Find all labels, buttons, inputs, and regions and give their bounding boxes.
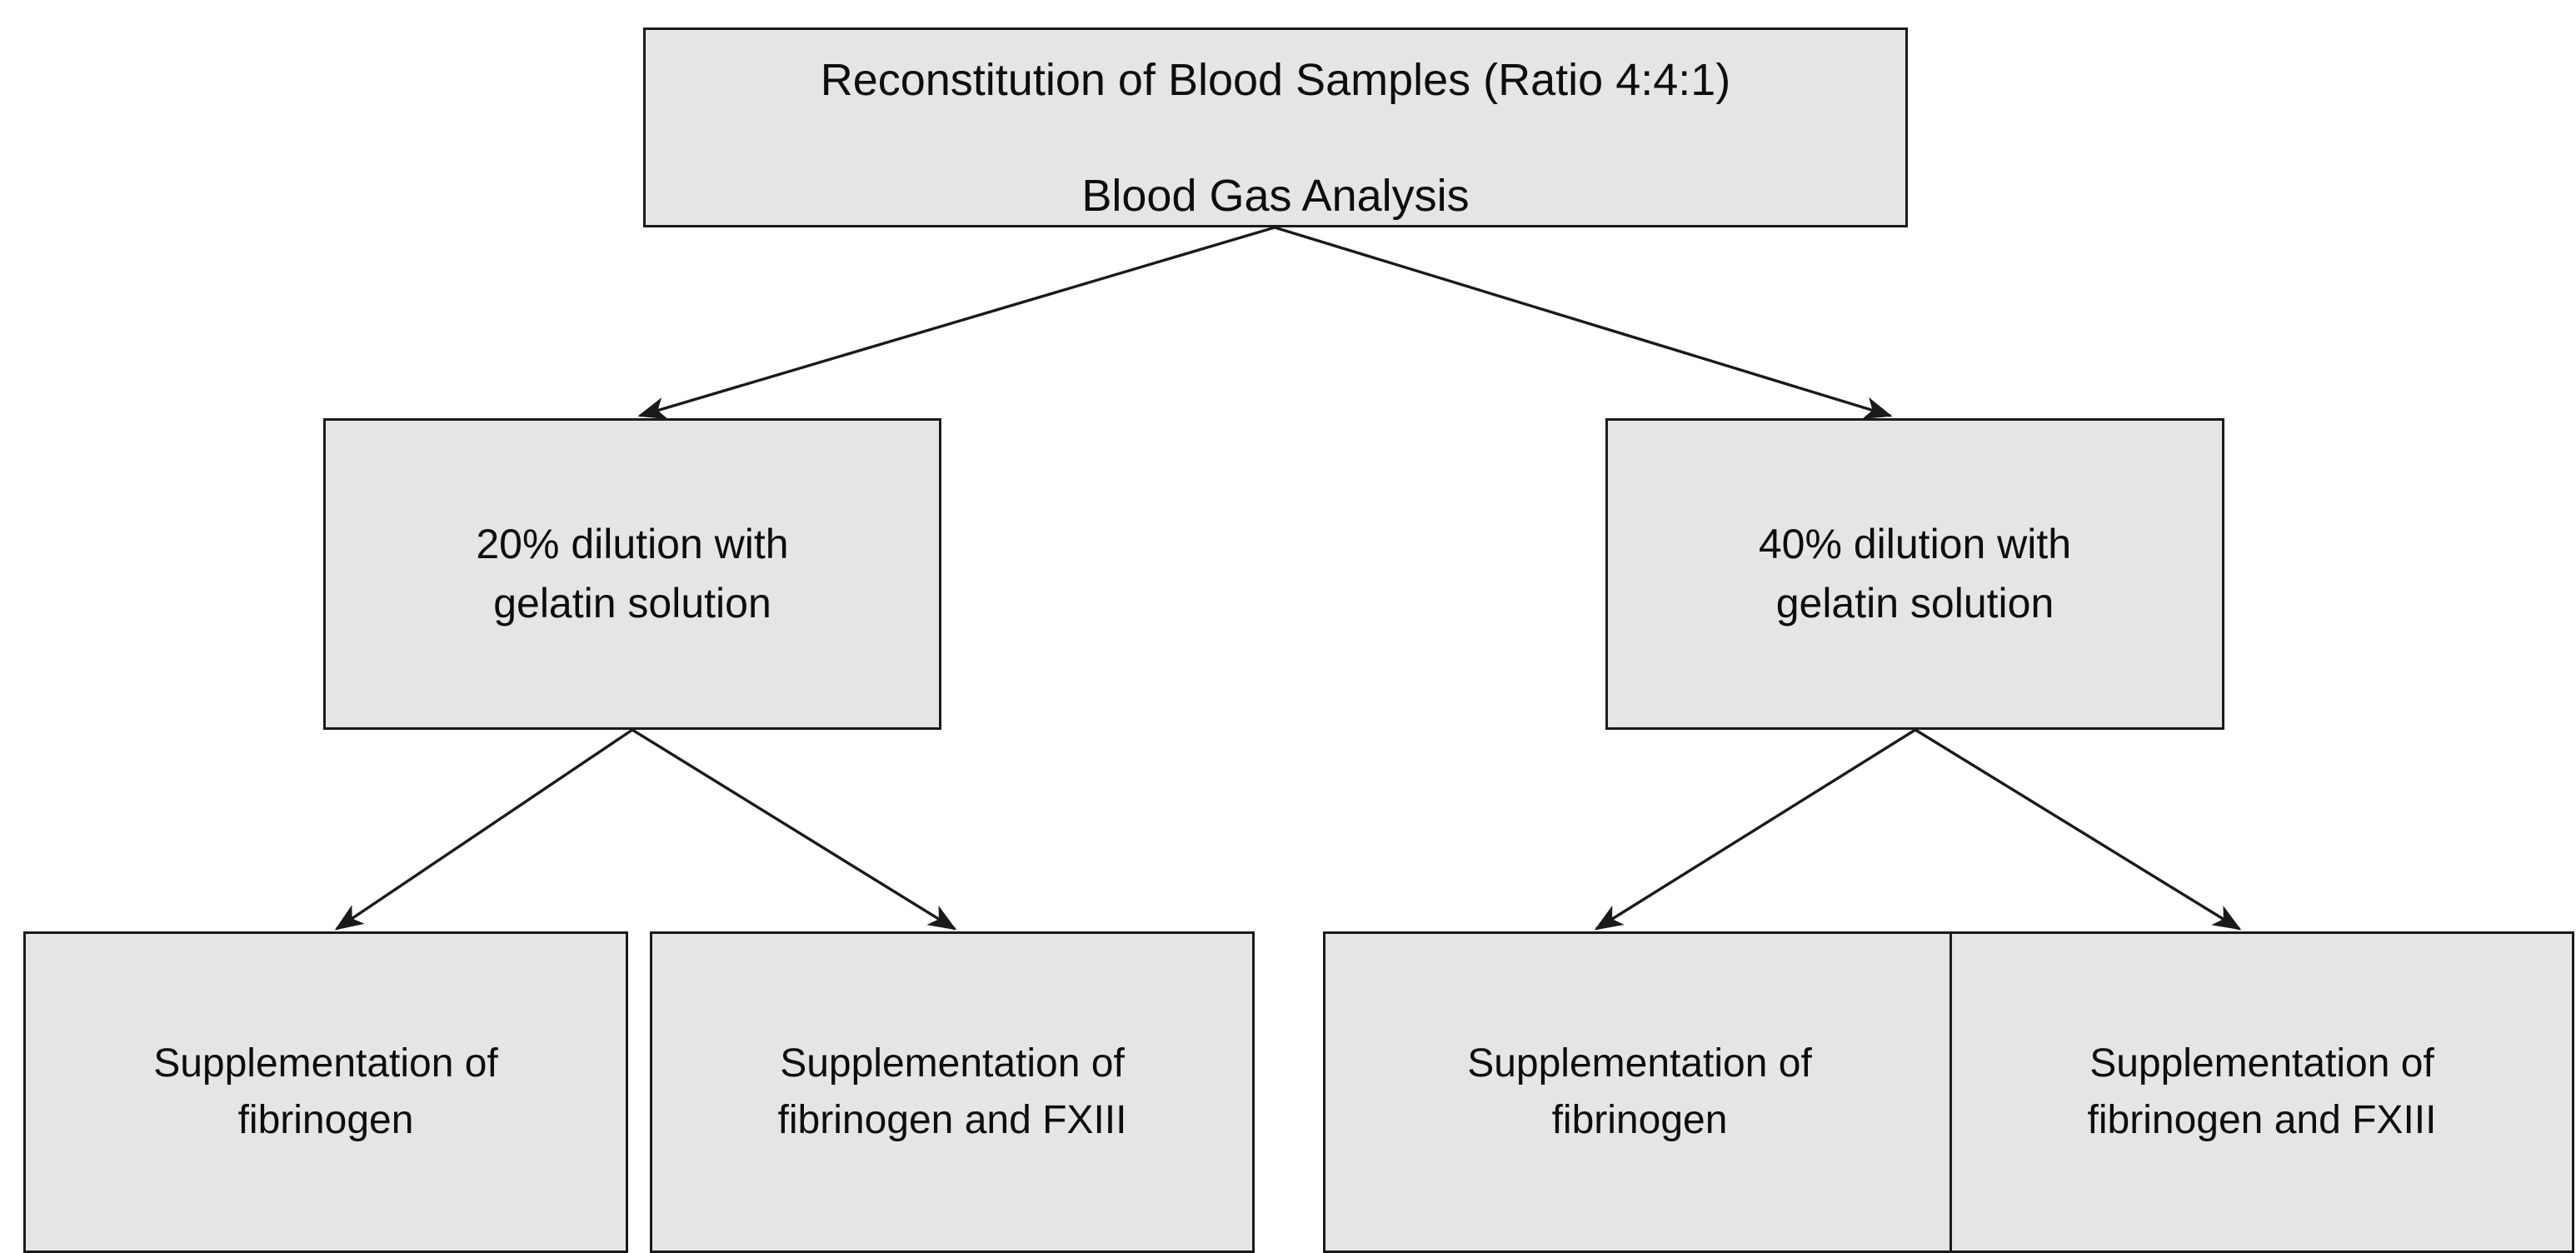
connector-dilution-20-to-leaf-2 (632, 728, 957, 931)
node-leaf-4-line-2: fibrinogen and FXIII (2087, 1098, 2437, 1142)
node-dilution-20-line-1: 20% dilution with (476, 521, 789, 567)
node-leaf-4-line-1: Supplementation of (2089, 1041, 2434, 1086)
node-dilution-20-line-2: gelatin solution (493, 580, 771, 626)
connector-dilution-40-to-leaf-3 (1594, 728, 1916, 931)
node-reconstitution-blood-samples: Reconstitution of Blood Samples (Ratio 4… (643, 27, 1908, 227)
node-leaf-1-line-1: Supplementation of (153, 1041, 498, 1086)
connector-dilution-40-to-leaf-4 (1915, 728, 2242, 931)
node-supplementation-fibrinogen-right: Supplementation of fibrinogen (1323, 931, 1956, 1253)
node-dilution-40-percent: 40% dilution with gelatin solution (1605, 418, 2224, 730)
node-leaf-2-line-2: fibrinogen and FXIII (777, 1098, 1127, 1142)
node-leaf-3-line-1: Supplementation of (1467, 1041, 1812, 1086)
node-supplementation-fibrinogen-fxiii-right: Supplementation of fibrinogen and FXIII (1949, 931, 2574, 1253)
connector-dilution-20-to-leaf-1 (334, 728, 633, 931)
node-root-line-2: Blood Gas Analysis (1081, 170, 1470, 221)
connector-root-to-dilution-40 (1274, 226, 1893, 419)
connector-root-to-dilution-20 (637, 226, 1276, 420)
node-supplementation-fibrinogen-left: Supplementation of fibrinogen (23, 931, 628, 1253)
node-dilution-20-percent: 20% dilution with gelatin solution (323, 418, 941, 730)
node-leaf-3-line-2: fibrinogen (1551, 1098, 1728, 1142)
node-root-line-1: Reconstitution of Blood Samples (Ratio 4… (820, 55, 1731, 105)
node-supplementation-fibrinogen-fxiii-left: Supplementation of fibrinogen and FXIII (650, 931, 1255, 1253)
node-leaf-2-line-1: Supplementation of (780, 1041, 1125, 1086)
node-dilution-40-line-1: 40% dilution with (1758, 521, 2072, 567)
node-dilution-40-line-2: gelatin solution (1775, 580, 2054, 626)
node-leaf-1-line-2: fibrinogen (237, 1098, 414, 1142)
